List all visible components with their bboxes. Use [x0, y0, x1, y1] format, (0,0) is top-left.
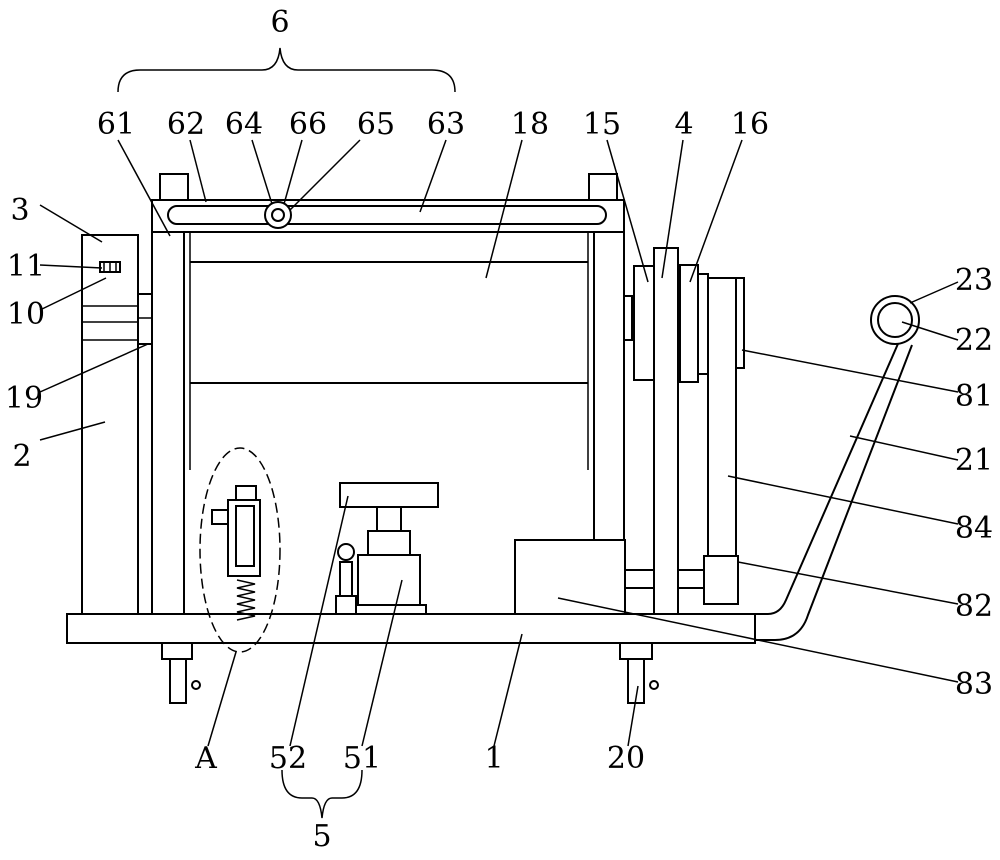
- right-column-cap: [588, 173, 618, 201]
- label-63: 63: [427, 107, 465, 142]
- jack-body: [357, 554, 421, 606]
- label-18: 18: [511, 107, 549, 142]
- pulley-81: [735, 277, 745, 369]
- label-22: 22: [955, 323, 993, 358]
- lower-shaft: [677, 569, 705, 589]
- label-3: 3: [10, 193, 29, 228]
- side-panel: [81, 234, 139, 615]
- brace-5: [281, 769, 363, 819]
- lower-shaft-left: [623, 569, 655, 589]
- spring-coil: [236, 579, 256, 621]
- jack-cylinder: [367, 530, 411, 556]
- top-beam: [151, 199, 625, 233]
- pulley-82: [703, 555, 739, 605]
- label-15: 15: [583, 107, 621, 142]
- sliding-slot: [167, 205, 607, 225]
- jack-base: [351, 604, 427, 615]
- label-82: 82: [955, 589, 993, 624]
- label-6: 6: [270, 5, 289, 40]
- detail-a-ellipse: [199, 447, 281, 653]
- label-23: 23: [955, 263, 993, 298]
- label-2: 2: [12, 439, 31, 474]
- label-1: 1: [484, 741, 503, 776]
- label-4: 4: [674, 107, 693, 142]
- spring-inner: [235, 505, 255, 567]
- label-65: 65: [357, 107, 395, 142]
- label-84: 84: [955, 511, 993, 546]
- label-19: 19: [5, 381, 43, 416]
- handle-outer: [755, 329, 905, 615]
- leader-lines: [39, 139, 959, 747]
- pulley-15: [633, 265, 655, 381]
- slider-axle: [271, 208, 285, 222]
- label-81: 81: [955, 379, 993, 414]
- motor-box: [514, 539, 626, 615]
- label-A: A: [194, 741, 217, 776]
- label-52: 52: [269, 741, 307, 776]
- label-5: 5: [312, 819, 331, 854]
- connector-block: [137, 293, 153, 345]
- jack-valve: [337, 543, 355, 561]
- support-plate-4: [653, 247, 679, 615]
- jack-pump-base: [335, 595, 357, 615]
- brace-6: [117, 47, 456, 93]
- label-10: 10: [7, 297, 45, 332]
- pulley-hub: [697, 273, 709, 375]
- pulley-16: [679, 264, 699, 383]
- spring-cap: [235, 485, 257, 501]
- label-51: 51: [343, 741, 381, 776]
- caster-left: [161, 642, 201, 704]
- left-column-cap: [159, 173, 189, 201]
- label-16: 16: [731, 107, 769, 142]
- label-62: 62: [167, 107, 205, 142]
- base-plate: [66, 613, 756, 644]
- handle-grip-inner: [877, 302, 913, 338]
- label-83: 83: [955, 667, 993, 702]
- jack-neck: [376, 506, 402, 532]
- handle-inner: [755, 344, 913, 641]
- label-64: 64: [225, 107, 263, 142]
- spring-knob: [211, 509, 229, 525]
- jack-top-plate: [339, 482, 439, 508]
- left-column: [151, 199, 185, 615]
- label-11: 11: [7, 249, 45, 284]
- caster-right: [619, 642, 659, 704]
- label-21: 21: [955, 443, 993, 478]
- shaft-stub: [623, 295, 633, 341]
- label-66: 66: [289, 107, 327, 142]
- label-20: 20: [607, 741, 645, 776]
- label-61: 61: [97, 107, 135, 142]
